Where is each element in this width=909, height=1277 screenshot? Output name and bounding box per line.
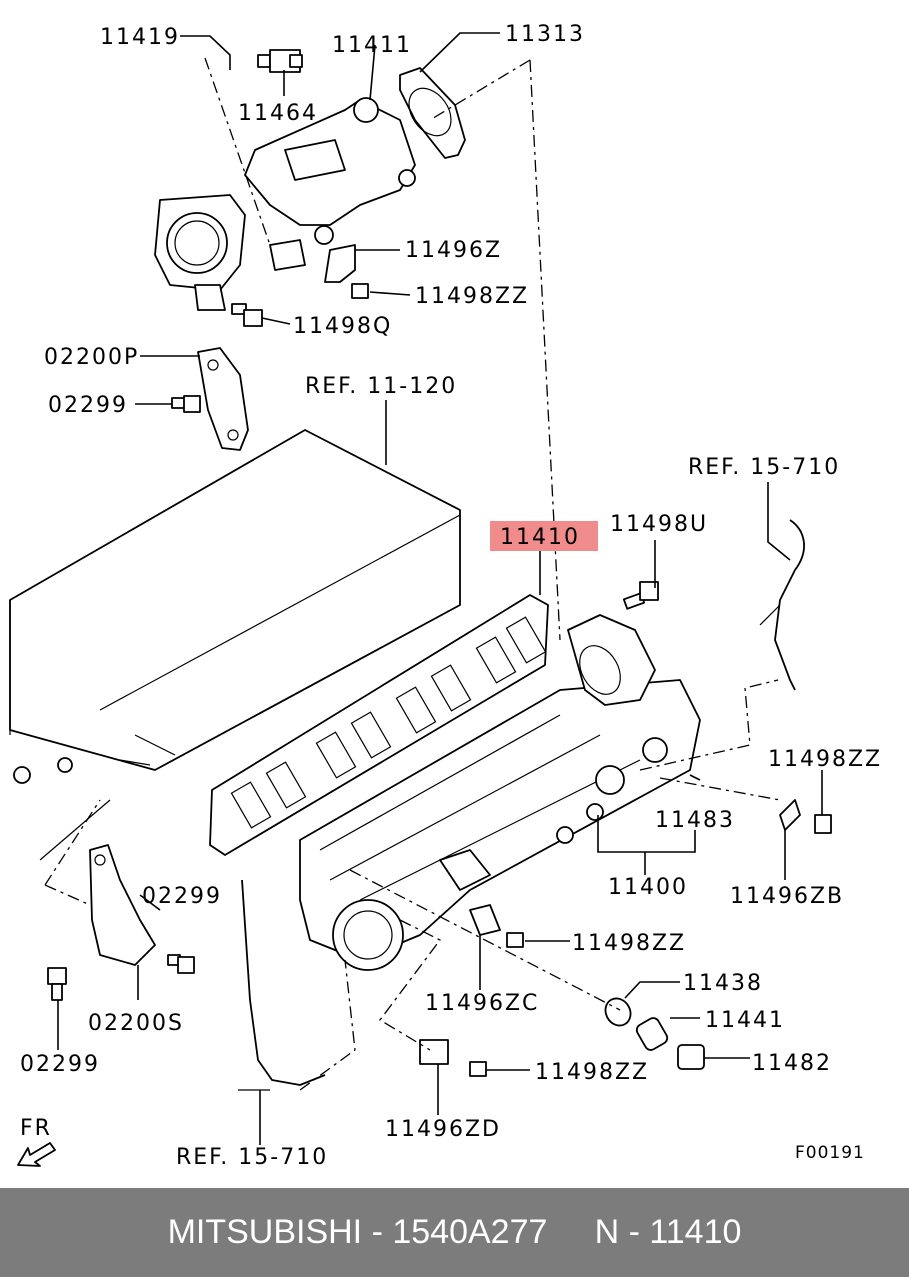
sensor-11464 bbox=[257, 49, 303, 73]
throttle-body-assembly bbox=[154, 97, 416, 311]
cylinder-head-ref bbox=[9, 429, 461, 861]
callout-11498ZZ-right: 11498ZZ bbox=[768, 747, 882, 772]
callout-11482: 11482 bbox=[752, 1051, 832, 1076]
hose-right bbox=[759, 519, 805, 691]
callout-11496ZC: 11496ZC bbox=[425, 991, 539, 1016]
callout-02299-bottom: 02299 bbox=[20, 1052, 100, 1077]
spring-11441 bbox=[635, 1017, 669, 1051]
parts-diagram: 11419 11411 11313 11464 11496Z 11498ZZ 1… bbox=[9, 22, 882, 1170]
callout-fr: FR bbox=[20, 1116, 52, 1141]
callout-11498ZZ-bottom: 11498ZZ bbox=[535, 1060, 649, 1085]
bracket-11496Z bbox=[324, 244, 356, 283]
bolt-02299-bottom bbox=[47, 967, 67, 1001]
front-direction-arrow bbox=[17, 1142, 56, 1167]
bracket-02200P bbox=[197, 347, 249, 451]
seal-11438 bbox=[604, 997, 632, 1027]
callout-11496Z: 11496Z bbox=[405, 238, 502, 263]
callout-11496ZB: 11496ZB bbox=[730, 884, 844, 909]
intake-manifold-11400 bbox=[299, 614, 701, 971]
gasket-11410 bbox=[209, 594, 549, 856]
bolt-11498U bbox=[622, 581, 659, 610]
bolt-11498ZZ-bottom bbox=[469, 1061, 487, 1077]
gasket-11313 bbox=[399, 67, 466, 159]
callout-11498ZZ-mid: 11498ZZ bbox=[572, 931, 686, 956]
callout-02299-mid: 02299 bbox=[142, 884, 222, 909]
callout-11498Q: 11498Q bbox=[293, 314, 392, 339]
bracket-02200S bbox=[89, 844, 156, 966]
bracket-11496ZD bbox=[419, 1039, 449, 1065]
callout-11441: 11441 bbox=[705, 1008, 785, 1033]
callout-11496ZD: 11496ZD bbox=[385, 1117, 501, 1142]
figure-code: F00191 bbox=[795, 1143, 865, 1163]
callout-02299-top: 02299 bbox=[48, 393, 128, 418]
callout-11400: 11400 bbox=[608, 875, 688, 900]
bolt-11498ZZ-right bbox=[814, 814, 832, 834]
callout-ref-11-120: REF. 11-120 bbox=[305, 374, 457, 399]
bolt-11498ZZ-top bbox=[351, 283, 369, 299]
bolt-11498Q bbox=[231, 303, 263, 327]
callout-11498ZZ-top: 11498ZZ bbox=[415, 284, 529, 309]
callout-ref-15-710-bottom: REF. 15-710 bbox=[176, 1145, 328, 1170]
callout-02200S: 02200S bbox=[88, 1011, 184, 1036]
callout-02200P: 02200P bbox=[44, 345, 139, 370]
highlight-11410 bbox=[490, 521, 598, 551]
plug-11482 bbox=[677, 1044, 705, 1070]
hose-left bbox=[238, 879, 326, 1091]
callout-ref-15-710-right: REF. 15-710 bbox=[688, 455, 840, 480]
callout-11313: 11313 bbox=[505, 22, 585, 47]
callout-11438: 11438 bbox=[683, 971, 763, 996]
callout-11464: 11464 bbox=[238, 101, 318, 126]
callout-11419: 11419 bbox=[100, 25, 180, 50]
part-number-label: MITSUBISHI - 1540A277 N - 11410 bbox=[167, 1213, 742, 1251]
callout-11498U: 11498U bbox=[610, 512, 708, 537]
bolt-02299-top bbox=[171, 395, 201, 413]
callout-11483: 11483 bbox=[655, 808, 735, 833]
bolt-11498ZZ-mid bbox=[506, 932, 524, 948]
part-number-banner: MITSUBISHI - 1540A277 N - 11410 bbox=[0, 1188, 909, 1277]
callout-11410: 11410 bbox=[500, 525, 580, 550]
bracket-11496ZC bbox=[469, 904, 501, 936]
bracket-11496ZB bbox=[779, 799, 801, 831]
callout-11411: 11411 bbox=[332, 33, 412, 58]
bolt-02299-mid bbox=[167, 954, 195, 974]
